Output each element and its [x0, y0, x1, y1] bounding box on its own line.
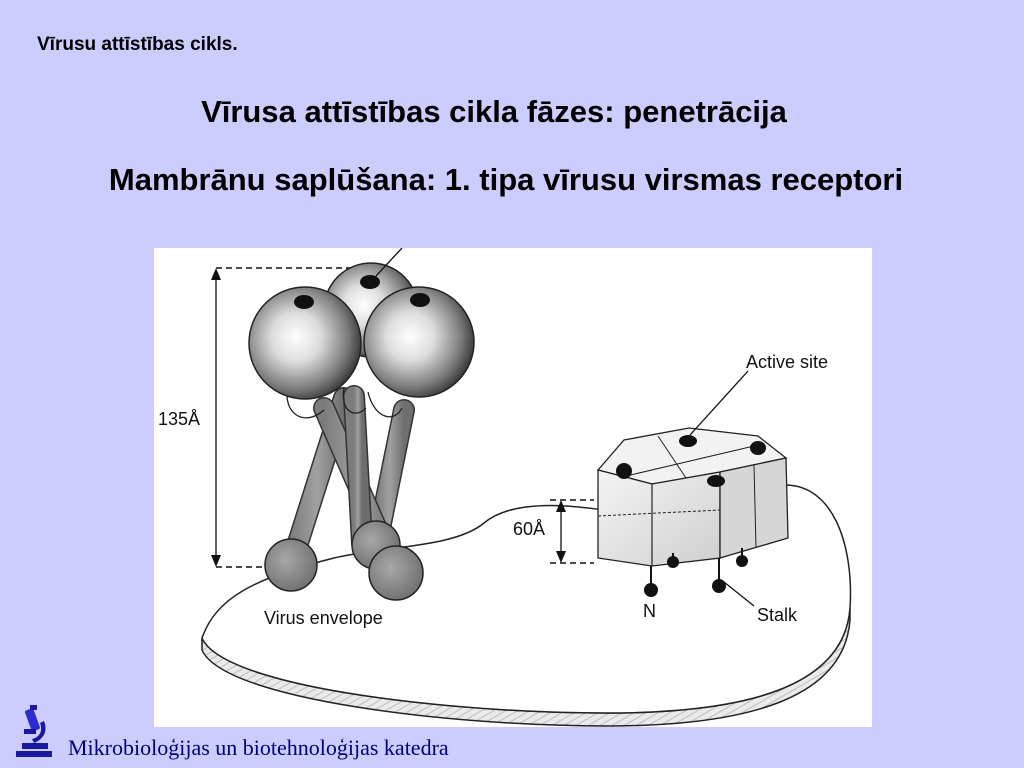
receptor-heads: [248, 248, 475, 400]
slide-label: Vīrusu attīstības cikls.: [37, 34, 238, 55]
n-terminus-label: N: [643, 601, 656, 621]
receptor-diagram: 135Å: [154, 248, 872, 727]
height-dimension-60: [510, 499, 594, 564]
tetramer-stalk-pins: [644, 548, 755, 607]
virus-envelope-label: Virus envelope: [264, 608, 383, 628]
stalk-knobs: [264, 520, 424, 601]
microscope-icon: [12, 705, 56, 761]
stalk-label: Stalk: [757, 605, 798, 625]
department-footer: Mikrobioloģijas un biotehnoloģijas kated…: [68, 735, 449, 760]
page-subtitle: Mambrānu saplūšana: 1. tipa vīrusu virsm…: [108, 162, 904, 197]
height-label-135: 135Å: [158, 409, 200, 429]
tetramer-block: [596, 427, 789, 567]
active-site-label: Active site: [746, 352, 828, 372]
active-site-leader: [689, 370, 749, 436]
page-title: Vīrusa attīstības cikla fāzes: penetrāci…: [201, 94, 787, 129]
height-label-60: 60Å: [513, 519, 545, 539]
